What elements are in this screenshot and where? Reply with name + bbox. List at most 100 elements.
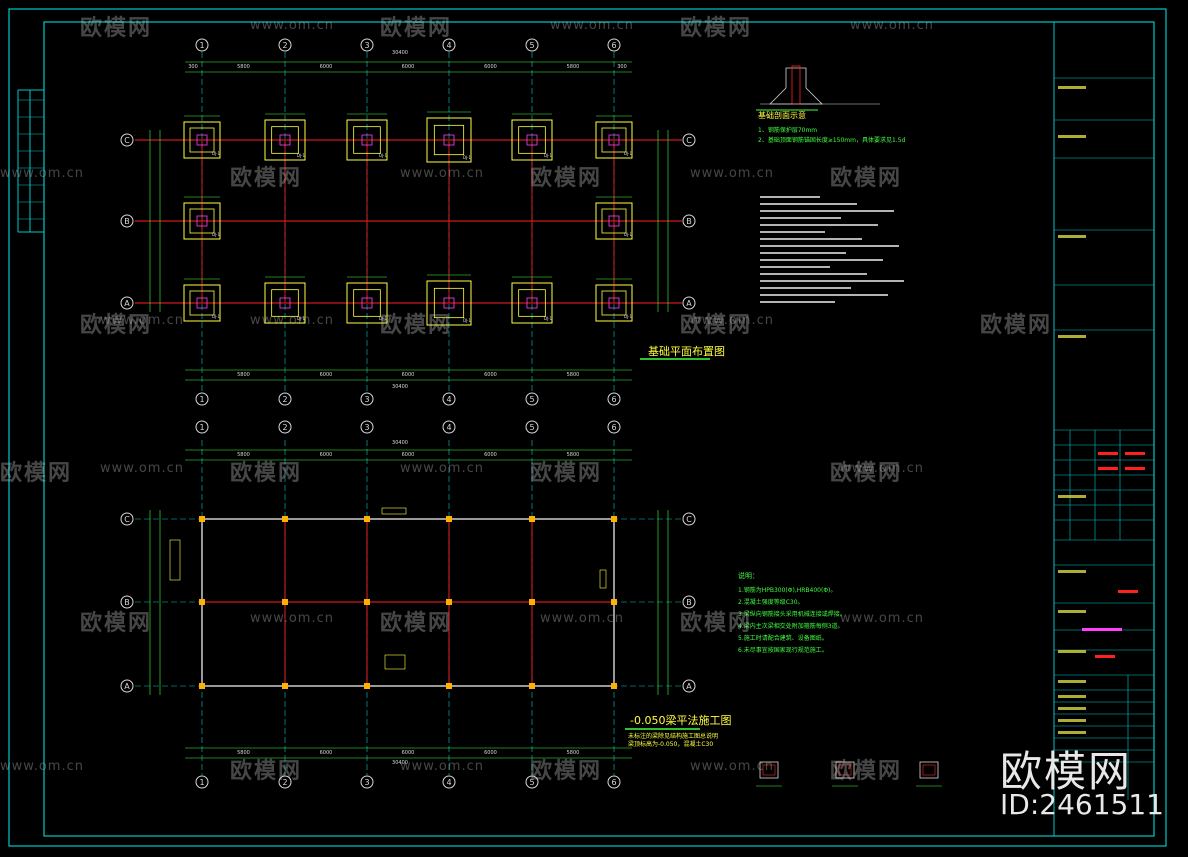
column-node <box>199 516 205 522</box>
note-text-line <box>760 294 888 296</box>
footing-outer <box>183 202 221 240</box>
title-block-text-stub <box>1058 719 1086 722</box>
footing-outer <box>264 119 306 161</box>
column-node <box>199 683 205 689</box>
grid-bubble <box>195 420 209 434</box>
grid-bubble-label: 4 <box>446 423 451 432</box>
beam-section <box>759 761 779 779</box>
note-text-line <box>760 245 899 247</box>
grid-bubble-label: B <box>124 598 130 607</box>
dim-text: 6000 <box>484 452 497 458</box>
column-stub <box>608 134 620 146</box>
grid-bubble <box>525 38 539 52</box>
column-stub <box>608 215 620 227</box>
grid-bubble-label: A <box>124 682 130 691</box>
grid-bubble <box>607 775 621 789</box>
grid-bubble-label: C <box>686 136 692 145</box>
beam-plan-title: -0.050梁平法施工图 <box>630 713 731 727</box>
footing-outer <box>346 282 388 324</box>
grid-bubble <box>682 133 696 147</box>
dim-text: 5800 <box>567 750 580 756</box>
title-block-text-stub <box>1058 707 1086 710</box>
grid-bubble <box>442 775 456 789</box>
note-text-line <box>760 273 867 275</box>
grid-bubble <box>120 595 134 609</box>
grid-bubble <box>442 38 456 52</box>
column-stub <box>196 134 208 146</box>
note-text-line <box>760 280 904 282</box>
footing-step <box>601 208 627 234</box>
watermark-id: ID:2461511 <box>1000 788 1164 821</box>
grid-bubble <box>120 133 134 147</box>
grid-bubble-label: 6 <box>611 778 616 787</box>
grid-bubble <box>278 775 292 789</box>
grid-bubble <box>278 392 292 406</box>
grid-bubble-label: B <box>686 217 692 226</box>
notes-line-1: 1.钢筋为HPB300(Φ),HRB400(Φ)。 <box>738 586 836 594</box>
footing-outer <box>511 119 553 161</box>
note-text-line <box>760 287 851 289</box>
footing-outer <box>346 119 388 161</box>
footing-label: DJ-1 <box>624 151 633 156</box>
note-text-line <box>760 210 894 212</box>
detail-note-2: 2、基础顶面钢筋锚固长度≥150mm，具体要求见1.5d <box>758 136 906 144</box>
title-block-text-stub <box>1058 570 1086 573</box>
column-node <box>199 599 205 605</box>
grid-bubble <box>525 392 539 406</box>
dim-text: 30400 <box>392 440 408 446</box>
outer-frame <box>8 8 1167 847</box>
footing-label: DJ-1 <box>212 232 221 237</box>
grid-bubble-label: 6 <box>611 41 616 50</box>
beam-section-stirrup <box>762 764 776 776</box>
footing-label: DJ-1 <box>624 314 633 319</box>
title-block-text-stub <box>1082 628 1122 631</box>
grid-bubble-label: 2 <box>282 423 287 432</box>
grid-bubble-label: 5 <box>529 41 534 50</box>
grid-bubble-label: 5 <box>529 778 534 787</box>
title-block-stamp <box>1098 467 1118 470</box>
footing-label: DJ-1 <box>297 316 306 321</box>
grid-bubble-label: 4 <box>446 395 451 404</box>
footing-outer <box>511 282 553 324</box>
beam-section <box>919 761 939 779</box>
notes-line-2: 2.混凝土强度等级C30。 <box>738 598 804 606</box>
grid-bubble-label: 4 <box>446 41 451 50</box>
notes-line-3: 3.梁纵向钢筋接头采用机械连接或焊接。 <box>738 610 846 618</box>
dim-text: 5800 <box>237 452 250 458</box>
beam-annotation <box>381 507 407 515</box>
dim-text: 6000 <box>484 64 497 70</box>
foundation-plan-title: 基础平面布置图 <box>648 345 725 358</box>
footing-label: DJ-1 <box>212 151 221 156</box>
beam-section-stirrup <box>922 764 936 776</box>
grid-bubble-label: 1 <box>199 778 204 787</box>
footing-section-rebar <box>791 65 801 105</box>
footing-step <box>601 290 627 316</box>
column-stub <box>279 297 291 309</box>
beam-annotation <box>384 654 406 670</box>
dim-text: 6000 <box>402 372 415 378</box>
notes-line-4: 4.梁内主次梁相交处附加箍筋每侧3道。 <box>738 622 844 630</box>
footing-step <box>189 127 215 153</box>
dim-text: 6000 <box>484 750 497 756</box>
footing-outer <box>264 282 306 324</box>
notes-line-6: 6.未尽事宜按国家现行规范施工。 <box>738 646 828 654</box>
title-block-text-stub <box>1058 695 1086 698</box>
footing-step <box>433 287 465 319</box>
grid-bubble <box>607 392 621 406</box>
grid-bubble-label: 5 <box>529 395 534 404</box>
note-text-line <box>760 252 846 254</box>
grid-bubble-label: 1 <box>199 41 204 50</box>
top-total-dim: 30400 <box>392 50 408 56</box>
watermark-brand-large: 欧模网 <box>1000 747 1133 796</box>
footing-step <box>353 289 381 317</box>
dim-text: 6000 <box>402 750 415 756</box>
grid-bubble-label: 2 <box>282 41 287 50</box>
column-node <box>529 516 535 522</box>
grid-bubble-label: A <box>124 299 130 308</box>
title-block <box>1053 21 1155 837</box>
grid-bubble-label: C <box>124 515 130 524</box>
beam-plan-sub2: 梁顶标高为-0.050，混凝土C30 <box>628 740 713 748</box>
footing-step <box>518 126 546 154</box>
